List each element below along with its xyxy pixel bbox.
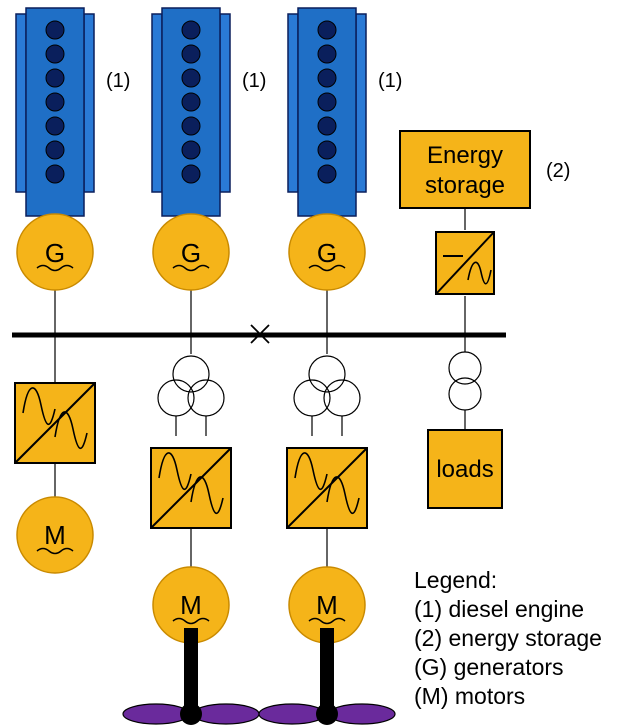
generator-icon: G: [16, 213, 94, 291]
motor-symbol: M: [316, 590, 338, 620]
legend-item: (G) generators: [414, 654, 564, 680]
engine-label: (1): [242, 70, 266, 92]
generator-icon: G: [288, 213, 366, 291]
engine-label: (1): [106, 70, 130, 92]
transformer-icon: [157, 355, 225, 437]
legend-item: (M) motors: [414, 683, 526, 709]
loads-label: loads: [436, 456, 493, 483]
converter-icon: [150, 447, 232, 529]
transformer-icon: [293, 355, 361, 437]
legend: Legend: (1) diesel engine (2) energy sto…: [414, 566, 602, 711]
motor-icon: M: [152, 566, 230, 644]
connection-lines: [54, 208, 466, 568]
engine-label: (1): [378, 70, 402, 92]
motor-symbol: M: [44, 520, 66, 550]
motor-symbol: M: [180, 590, 202, 620]
generator-symbol: G: [181, 238, 201, 268]
legend-title: Legend:: [414, 567, 498, 593]
converter-icon: [14, 382, 96, 464]
transformer-icon: [448, 351, 482, 411]
storage-label: (2): [546, 160, 570, 182]
generator-icon: G: [152, 213, 230, 291]
converter-icon: [286, 447, 368, 529]
legend-item: (1) diesel engine: [414, 596, 585, 622]
motor-icon: M: [288, 566, 366, 644]
generator-symbol: G: [45, 238, 65, 268]
energy-storage-line2: storage: [425, 172, 505, 199]
diesel-engine-icon: [15, 7, 95, 233]
breaker-icon: [250, 324, 270, 344]
propeller-icon: [258, 627, 396, 725]
generator-symbol: G: [317, 238, 337, 268]
diesel-engine-icon: [151, 7, 231, 233]
motor-icon: M: [16, 496, 94, 574]
legend-item: (2) energy storage: [414, 625, 602, 651]
loads-box: loads: [427, 429, 503, 509]
diesel-engine-icon: [287, 7, 367, 233]
converter-icon: [435, 231, 495, 295]
energy-storage-line1: Energy: [427, 142, 503, 169]
energy-storage-box: Energy storage: [399, 130, 531, 209]
propeller-icon: [122, 627, 260, 725]
